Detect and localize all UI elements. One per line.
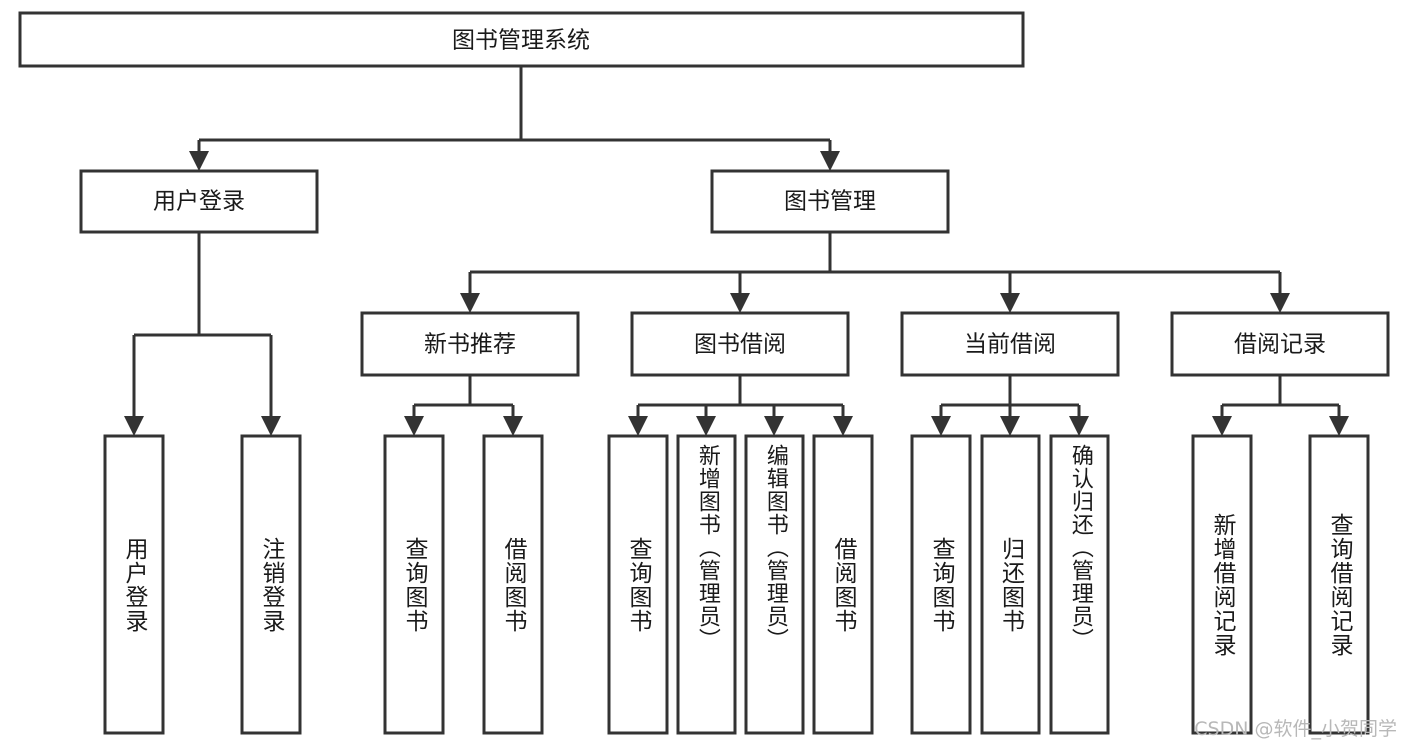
arrow-head-icon: [404, 416, 424, 436]
node-box: [710, 169, 950, 234]
node-box: [79, 169, 319, 234]
node-user-login[interactable]: 用户登录: [79, 169, 319, 234]
leaf-box-current-borrow-0[interactable]: [910, 434, 972, 735]
node-label: 用户登录: [153, 189, 245, 215]
connector-borrowrecord-to-leaves: [1212, 375, 1349, 436]
connector-userlogin-to-leaves: [124, 232, 281, 436]
arrow-head-icon: [1000, 293, 1020, 313]
node-book-borrow[interactable]: 图书借阅: [630, 311, 850, 377]
leaf-box-new-book-1[interactable]: [482, 434, 544, 735]
leaf-box-book-borrow-1[interactable]: [676, 434, 737, 735]
leaf-box-borrow-record-0[interactable]: [1191, 434, 1253, 735]
node-label: 图书借阅: [694, 332, 786, 358]
node-label: 借阅记录: [1234, 332, 1326, 358]
leaf-box-new-book-0[interactable]: [383, 434, 445, 735]
connector-newbook-to-leaves: [404, 375, 523, 436]
node-label: 图书管理: [784, 189, 876, 215]
arrow-head-icon: [124, 416, 144, 436]
arrow-head-icon: [1270, 293, 1290, 313]
leaf-box-user-login-0[interactable]: [103, 434, 165, 735]
node-box: [18, 11, 1025, 68]
node-box: [360, 311, 580, 377]
node-label: 当前借阅: [964, 332, 1056, 358]
arrow-head-icon: [696, 416, 716, 436]
arrow-head-icon: [460, 293, 480, 313]
node-box: [900, 311, 1120, 377]
leaf-box-book-borrow-3[interactable]: [812, 434, 874, 735]
leaf-box-current-borrow-2[interactable]: [1049, 434, 1110, 735]
leaf-box-book-borrow-0[interactable]: [607, 434, 669, 735]
node-label: 新书推荐: [424, 332, 516, 358]
connector-root-to-level2: [189, 66, 840, 171]
arrow-head-icon: [1069, 416, 1089, 436]
arrow-head-icon: [1212, 416, 1232, 436]
leaf-box-borrow-record-1[interactable]: [1308, 434, 1370, 735]
leaf-box-current-borrow-1[interactable]: [980, 434, 1041, 735]
arrow-head-icon: [503, 416, 523, 436]
node-root-system[interactable]: 图书管理系统: [18, 11, 1025, 68]
connector-currentborrow-to-leaves: [931, 375, 1089, 436]
arrow-head-icon: [931, 416, 951, 436]
arrow-head-icon: [628, 416, 648, 436]
arrow-head-icon: [1329, 416, 1349, 436]
arrow-head-icon: [261, 416, 281, 436]
arrow-head-icon: [730, 293, 750, 313]
node-borrow-record[interactable]: 借阅记录: [1170, 311, 1390, 377]
arrow-head-icon: [189, 151, 209, 171]
leaf-box-book-borrow-2[interactable]: [744, 434, 805, 735]
arrow-head-icon: [820, 151, 840, 171]
node-current-borrow[interactable]: 当前借阅: [900, 311, 1120, 377]
node-box: [630, 311, 850, 377]
connector-bookmgmt-to-level3: [460, 232, 1290, 313]
connector-bookborrow-to-leaves: [628, 375, 853, 436]
node-label: 图书管理系统: [452, 28, 590, 54]
leaf-box-user-login-1[interactable]: [240, 434, 302, 735]
node-box: [1170, 311, 1390, 377]
arrow-head-icon: [833, 416, 853, 436]
arrow-head-icon: [764, 416, 784, 436]
node-new-book-recommend[interactable]: 新书推荐: [360, 311, 580, 377]
arrow-head-icon: [1000, 416, 1020, 436]
node-book-management[interactable]: 图书管理: [710, 169, 950, 234]
